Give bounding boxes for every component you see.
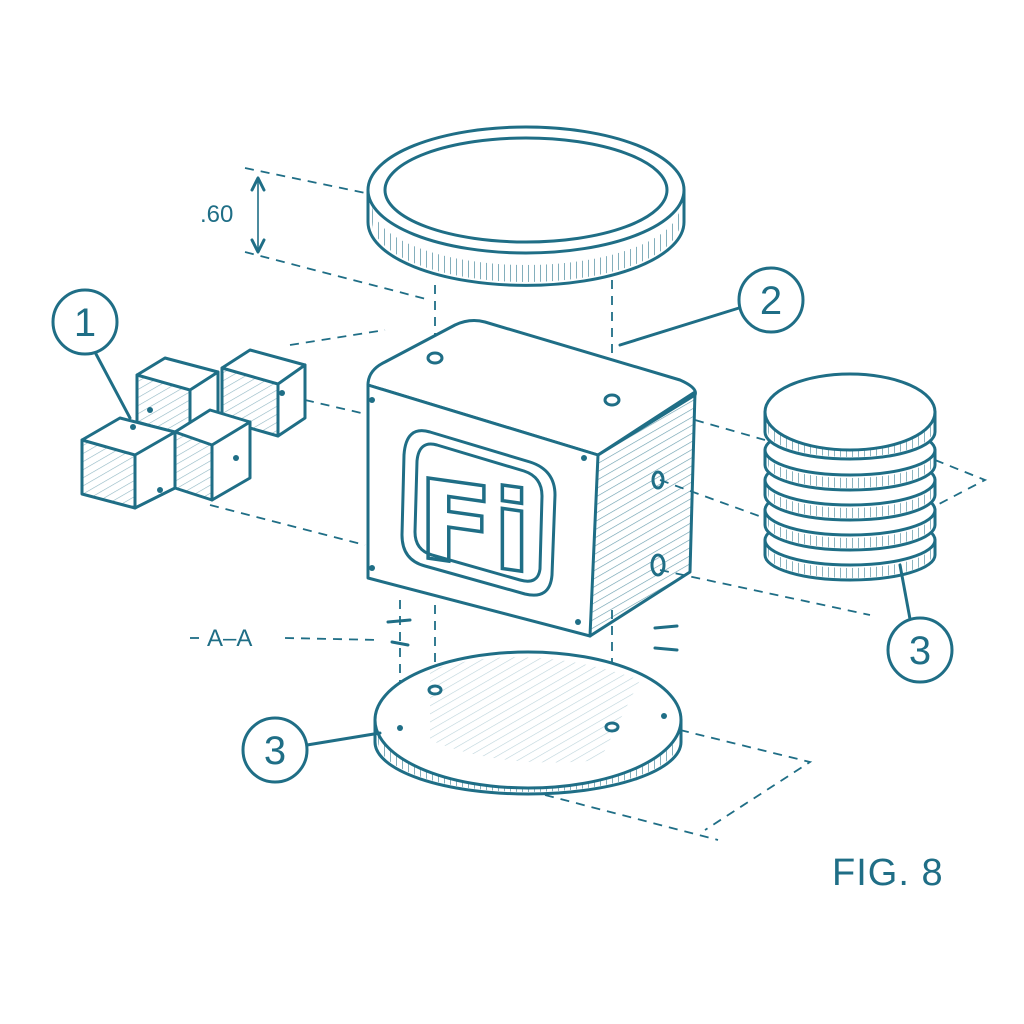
callout-3-base: 3 (241, 716, 382, 784)
dimension-label: .60 (200, 201, 233, 228)
callout-3-stack: 3 (886, 563, 954, 684)
callout-3-stack-label: 3 (909, 629, 931, 673)
dimension-marker: .60 (200, 176, 266, 254)
section-marker: A–A (190, 625, 381, 652)
coin-stack (763, 372, 937, 582)
figure-label: FIG. 8 (832, 852, 944, 894)
alignment-pins (386, 618, 679, 652)
callout-1: 1 (51, 288, 132, 420)
top-coin (366, 125, 686, 287)
bottom-coin (373, 650, 683, 796)
section-label: A–A (207, 625, 252, 652)
cube-cluster (80, 348, 307, 510)
fi-logo-text: Fi (418, 455, 531, 599)
callout-2: 2 (618, 266, 805, 347)
callout-1-label: 1 (74, 301, 96, 345)
callout-3-base-label: 3 (264, 729, 286, 773)
housing-box: Fi (366, 319, 697, 638)
callout-2-label: 2 (760, 279, 782, 323)
